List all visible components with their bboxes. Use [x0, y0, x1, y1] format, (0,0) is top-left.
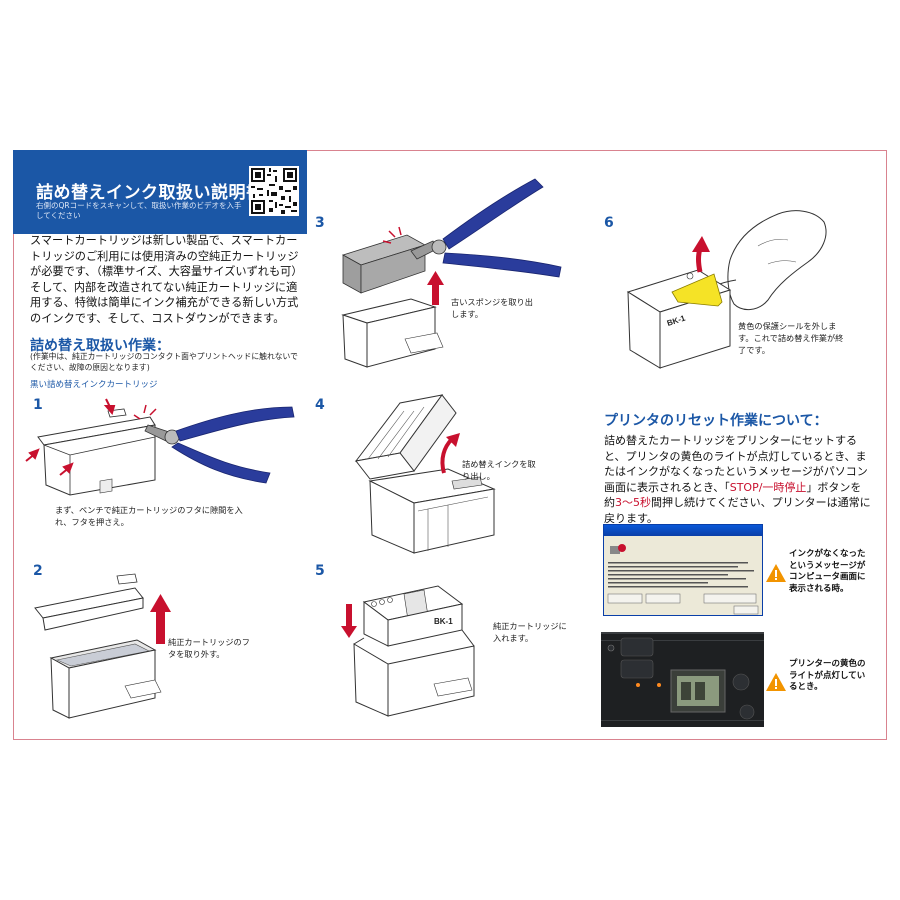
printer-panel-photo [601, 632, 764, 727]
cartridge-label: BK-1 [434, 617, 453, 626]
stop-button-label: STOP/一時停止 [729, 480, 807, 494]
qr-note: 右側のQRコードをスキャンして、取扱い作業のビデオを入手してください [36, 201, 242, 220]
spark-icon [133, 404, 157, 420]
qr-code[interactable] [249, 166, 299, 216]
printer-panel-illustration [601, 632, 764, 727]
step-6-caption: 黄色の保護シールを外します。これで詰め替え作業が終了です。 [738, 321, 844, 355]
step-2-illustration [34, 573, 171, 719]
reset-title: プリンタのリセット作業について： [604, 413, 828, 429]
section-title: 詰め替え取扱い作業： [30, 338, 170, 354]
warning-message-2: プリンターの黄色のライトが点灯しているとき。 [789, 659, 866, 692]
step-3-number: 3 [315, 215, 325, 231]
error-dialog-screenshot [603, 524, 763, 616]
reset-text-3: 間押し続けてください、プリンターは通常に戻ります。 [604, 496, 871, 525]
intro-paragraph: スマートカートリッジは新しい製品で、スマートカートリッジのご利用には使用済みの空… [30, 234, 299, 325]
warning-icon [766, 564, 786, 582]
page-title: 詰め替えインク取扱い説明書 [36, 183, 264, 203]
step-5-illustration: BK-1 [341, 585, 475, 717]
dialog-titlebar [604, 525, 762, 536]
pliers-icon [144, 406, 295, 484]
arrow-down-icon [341, 604, 357, 638]
warning-message-1: インクがなくなったというメッセージがコンピュータ画面に表示される時。 [789, 549, 866, 594]
step-2-number: 2 [33, 563, 43, 579]
section-note: (作業中は、純正カートリッジのコンタクト面やプリントヘッドに触れないでください、… [30, 352, 298, 372]
step-4-illustration [354, 394, 496, 554]
section-subtitle: 黒い詰め替えインクカートリッジ [30, 380, 158, 390]
step-6-illustration: BK-1 [626, 210, 827, 369]
dialog-content-illustration [607, 544, 759, 615]
curved-arrow-icon [440, 433, 460, 474]
step-3-caption: 古いスポンジを取り出します。 [451, 297, 533, 319]
step-1-caption: まず、ペンチで純正カートリッジのフタに隙間を入れ、フタを押さえ。 [55, 505, 243, 527]
reset-instructions: 詰め替えたカートリッジをプリンターにセットすると、プリンタの黄色のライトが点灯し… [604, 433, 872, 526]
warning-icon [766, 673, 786, 691]
step-6-number: 6 [604, 215, 614, 231]
reset-text-2: 」ボタンを約 [604, 480, 862, 510]
step-1-number: 1 [33, 397, 43, 413]
step-3-illustration [341, 178, 562, 368]
step-4-caption: 詰め替えインクを取り出し。 [462, 459, 536, 481]
pliers-icon [410, 178, 562, 278]
arrow-up-icon [427, 271, 444, 305]
spark-icon [382, 226, 402, 244]
step-1-illustration [25, 398, 295, 496]
step-5-number: 5 [315, 563, 325, 579]
step-5-caption: 純正カートリッジに入れます。 [493, 621, 567, 643]
reset-text-1: 詰め替えたカートリッジをプリンターにセットすると、プリンタの黄色のライトが点灯し… [604, 434, 868, 494]
red-arrow-icon [25, 398, 116, 476]
ink-cartridge-icon [354, 394, 457, 480]
sponge-icon [341, 234, 427, 294]
step-2-caption: 純正カートリッジのフタを取り外す。 [168, 637, 250, 659]
arrow-up-icon [692, 236, 710, 273]
step-4-number: 4 [315, 397, 325, 413]
arrow-up-icon [150, 594, 171, 644]
reset-duration: 3～5秒 [615, 496, 651, 509]
qr-code-icon [249, 166, 299, 216]
sticker-icon [671, 273, 723, 307]
